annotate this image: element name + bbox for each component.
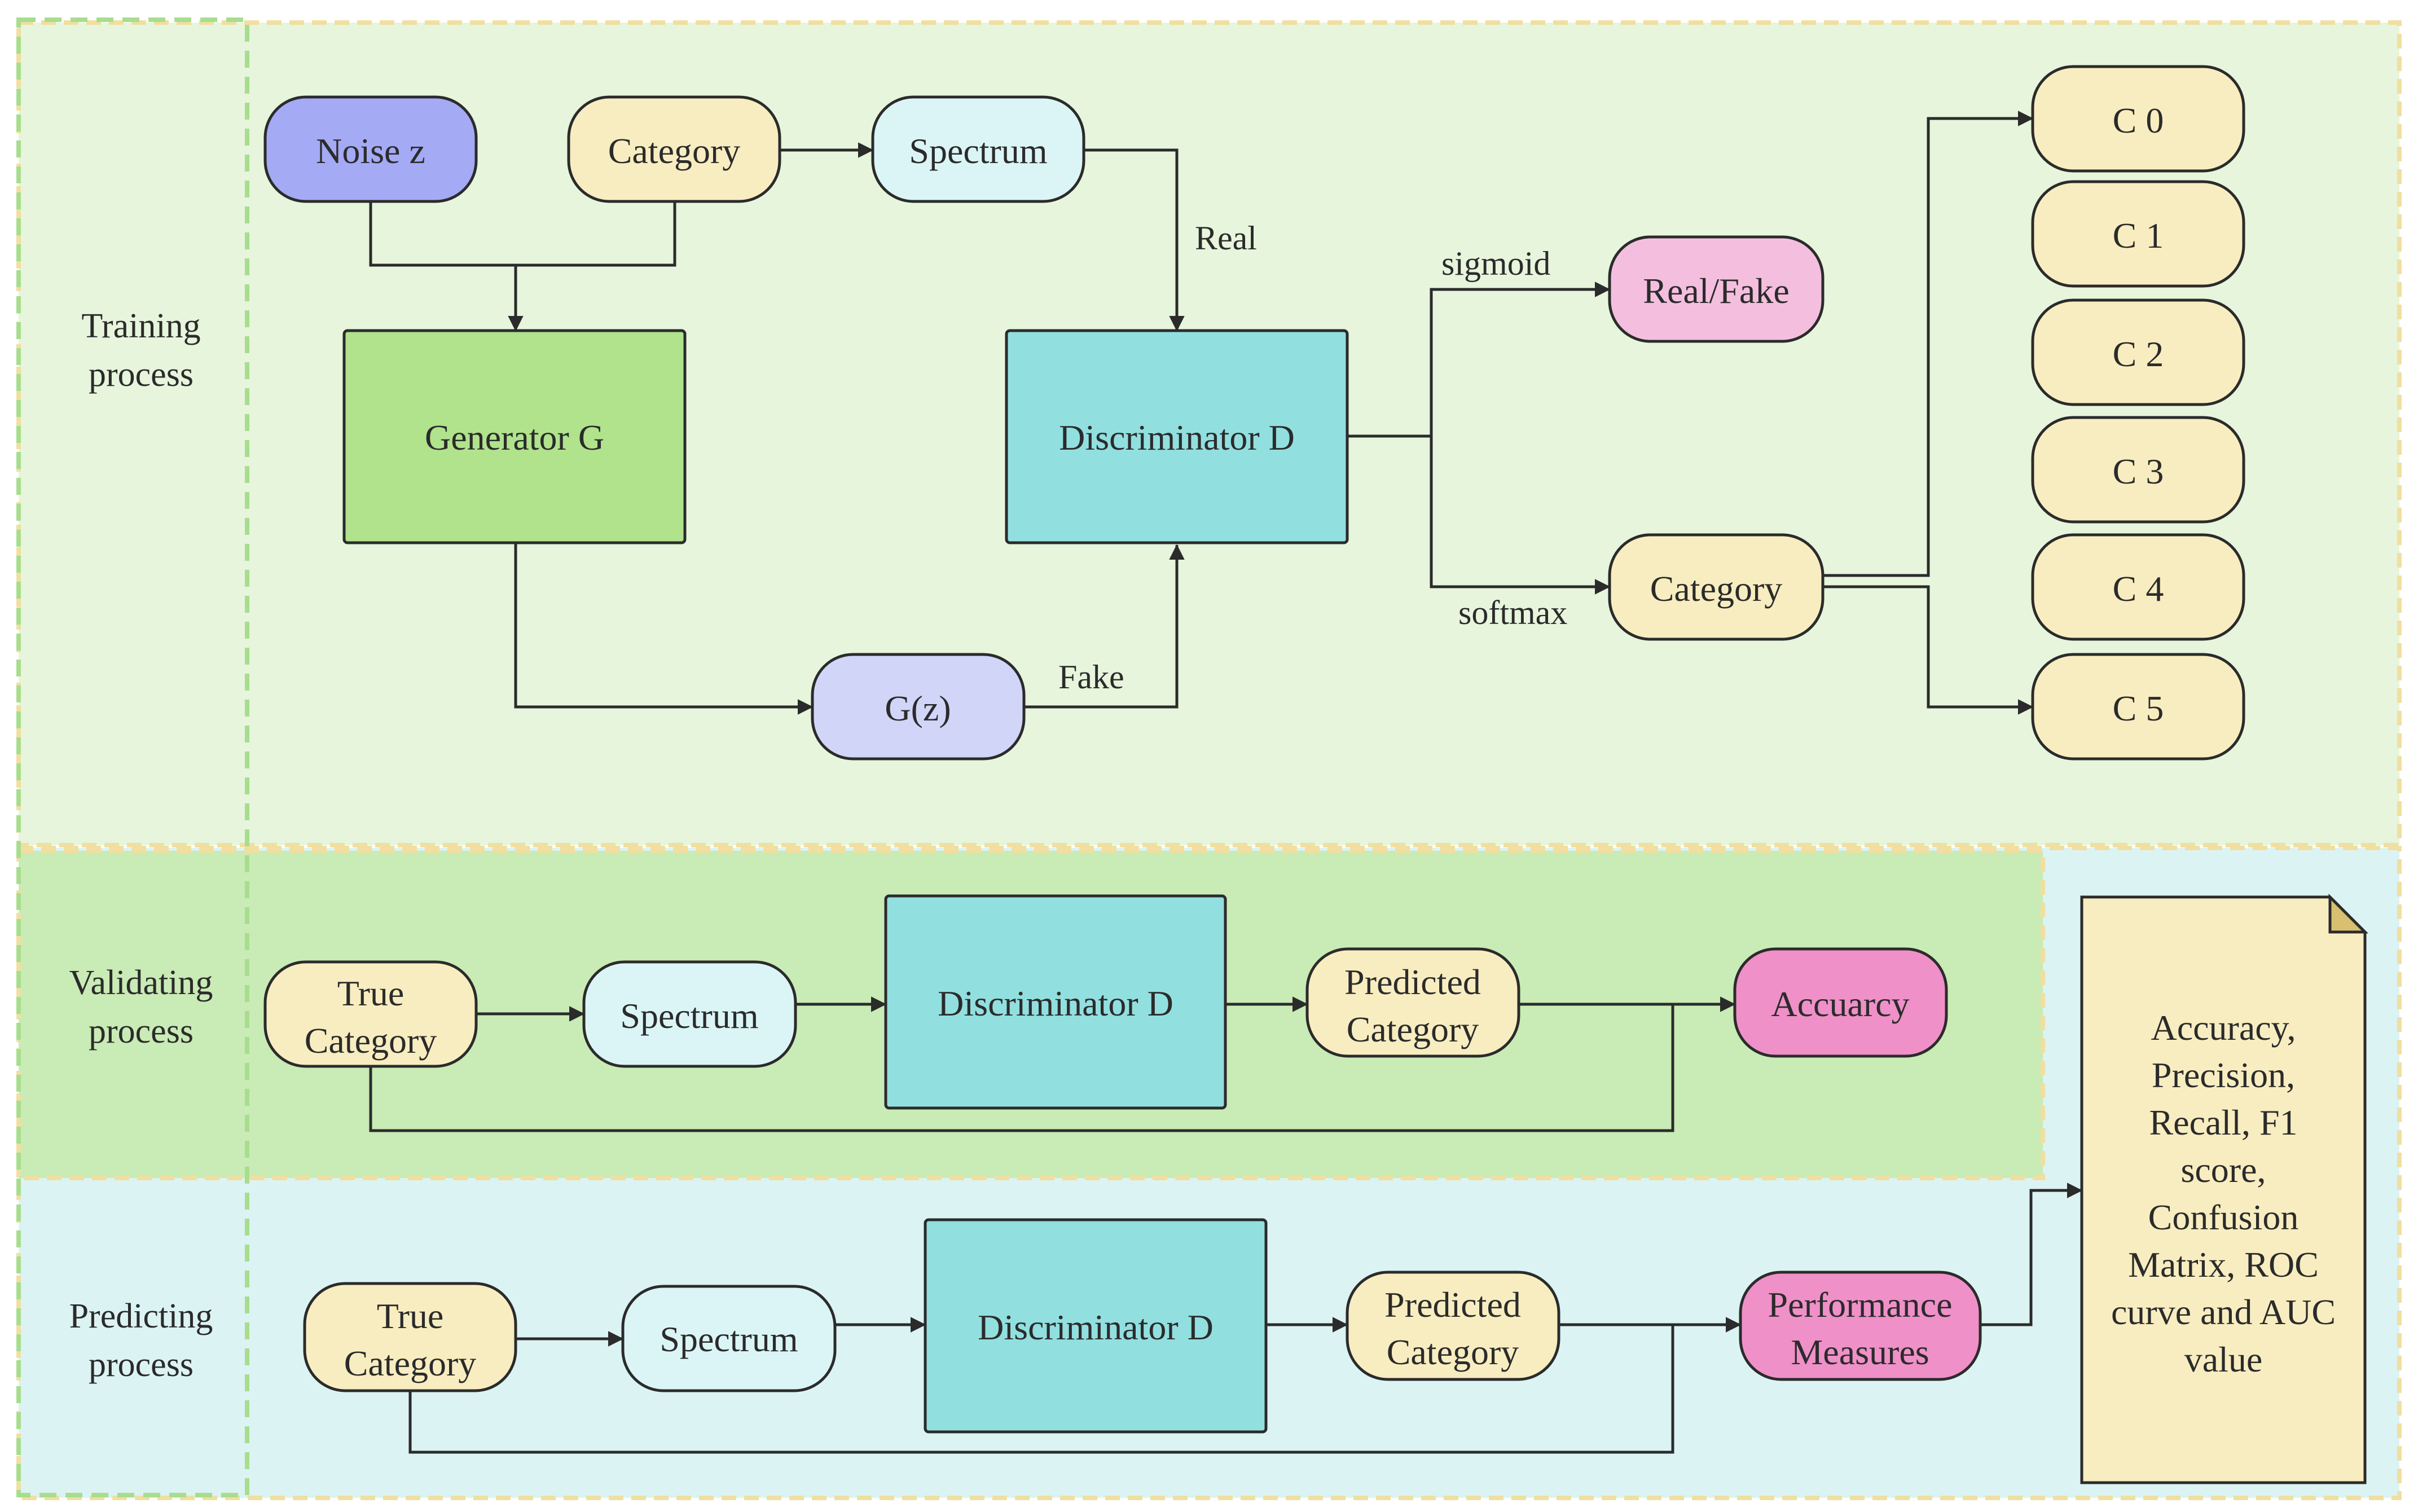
val-true-category-node: True Category: [263, 960, 478, 1068]
generator-node: Generator G: [342, 329, 687, 544]
edge-softmax: [1430, 436, 1611, 595]
metrics-line-6: Matrix, ROC: [2128, 1245, 2319, 1285]
generator-label: Generator G: [425, 417, 604, 458]
metrics-line-1: Accuracy,: [2151, 1008, 2296, 1048]
edge-to-c5: [1823, 585, 2034, 715]
category-input-label: Category: [608, 131, 741, 171]
training-section-label: Training process: [81, 307, 200, 394]
class-node-c3: C 3: [2031, 416, 2245, 524]
pred-predicted-category-node: Predicted Category: [1346, 1271, 1560, 1381]
class-label-c4: C 4: [2113, 569, 2164, 609]
accuracy-label: Accuarcy: [1771, 984, 1909, 1024]
noise-z-label: Noise z: [316, 131, 425, 171]
val-spectrum-label: Spectrum: [620, 996, 758, 1036]
val-discriminator-label: Discriminator D: [938, 983, 1173, 1023]
edge-performance-note: [1980, 1183, 2083, 1326]
class-label-c5: C 5: [2113, 688, 2164, 728]
training-label-line1: Training: [81, 307, 200, 345]
pred-discriminator-node: Discriminator D: [924, 1218, 1268, 1434]
metrics-line-7: curve and AUC: [2111, 1292, 2336, 1332]
val-true-category-line1: True: [337, 973, 405, 1013]
noise-z-node: Noise z: [263, 95, 478, 203]
category-output-node: Category: [1608, 533, 1825, 641]
edge-noise-join: [369, 201, 516, 267]
val-predicted-line2: Category: [1347, 1009, 1479, 1049]
training-discriminator-node: Discriminator D: [1005, 329, 1349, 544]
val-true-category-line2: Category: [305, 1021, 437, 1061]
category-input-node: Category: [567, 95, 781, 203]
pred-spectrum-label: Spectrum: [660, 1319, 798, 1359]
metrics-line-8: value: [2184, 1339, 2263, 1379]
training-discriminator-label: Discriminator D: [1059, 417, 1295, 458]
edge-sigmoid: [1430, 282, 1611, 436]
performance-measures-node: Performance Measures: [1739, 1271, 1982, 1381]
class-label-c1: C 1: [2113, 216, 2164, 256]
metrics-note: Accuracy, Precision, Recall, F1 score, C…: [2080, 893, 2369, 1484]
connectors: [369, 111, 2083, 1454]
metrics-line-2: Precision,: [2152, 1055, 2295, 1095]
training-spectrum-label: Spectrum: [909, 131, 1047, 171]
predicting-section-label: Predicting process: [69, 1297, 213, 1384]
edge-val-true-loop: [369, 1004, 1674, 1132]
edge-gz-fake: [1024, 544, 1185, 709]
validating-label-line1: Validating: [69, 964, 213, 1002]
pred-predicted-line2: Category: [1387, 1332, 1519, 1372]
softmax-label: softmax: [1458, 594, 1567, 631]
val-discriminator-node: Discriminator D: [884, 894, 1227, 1110]
pred-true-category-line2: Category: [344, 1343, 477, 1383]
validating-section-label: Validating process: [69, 964, 213, 1051]
gz-label: G(z): [885, 688, 951, 728]
edge-generator-gz: [514, 543, 814, 715]
predicting-label-line1: Predicting: [69, 1297, 213, 1335]
class-node-c4: C 4: [2031, 533, 2245, 641]
validating-label-line2: process: [89, 1012, 194, 1051]
performance-line2: Measures: [1791, 1332, 1929, 1372]
val-spectrum-node: Spectrum: [582, 960, 797, 1068]
pred-predicted-line1: Predicted: [1384, 1285, 1521, 1325]
pred-true-category-node: True Category: [303, 1282, 517, 1392]
edge-pred-true-loop: [408, 1325, 1674, 1454]
note-fold-icon: [2328, 893, 2369, 934]
fake-label: Fake: [1058, 658, 1124, 696]
metrics-line-4: score,: [2180, 1150, 2266, 1190]
real-fake-label: Real/Fake: [1643, 271, 1789, 311]
metrics-line-3: Recall, F1: [2149, 1102, 2297, 1142]
class-node-c2: C 2: [2031, 298, 2245, 406]
pred-discriminator-label: Discriminator D: [978, 1307, 1214, 1347]
metrics-line-5: Confusion: [2148, 1197, 2299, 1237]
class-label-c0: C 0: [2113, 100, 2164, 140]
performance-line1: Performance: [1768, 1285, 1953, 1325]
val-predicted-category-node: Predicted Category: [1305, 947, 1520, 1058]
edge-spectrum-real: [1084, 148, 1185, 332]
gz-node: G(z): [811, 653, 1026, 761]
real-fake-node: Real/Fake: [1608, 235, 1825, 343]
val-predicted-line1: Predicted: [1344, 962, 1481, 1002]
label-column: [16, 17, 249, 1497]
training-spectrum-node: Spectrum: [871, 95, 1085, 203]
class-label-c3: C 3: [2113, 451, 2164, 491]
edge-to-c0: [1823, 111, 2034, 577]
pred-spectrum-node: Spectrum: [621, 1285, 837, 1392]
sigmoid-label: sigmoid: [1441, 245, 1550, 282]
pred-true-category-line1: True: [377, 1296, 444, 1336]
edge-to-generator: [508, 201, 676, 332]
accuracy-node: Accuarcy: [1733, 947, 1948, 1058]
class-node-c5: C 5: [2031, 653, 2245, 761]
predicting-label-line2: process: [89, 1346, 194, 1384]
class-node-c0: C 0: [2031, 65, 2245, 173]
class-label-c2: C 2: [2113, 334, 2164, 374]
metrics-note-shape: [2080, 895, 2367, 1484]
real-label: Real: [1195, 219, 1257, 257]
class-node-c1: C 1: [2031, 180, 2245, 288]
category-output-label: Category: [1650, 569, 1783, 609]
training-label-line2: process: [89, 355, 194, 394]
